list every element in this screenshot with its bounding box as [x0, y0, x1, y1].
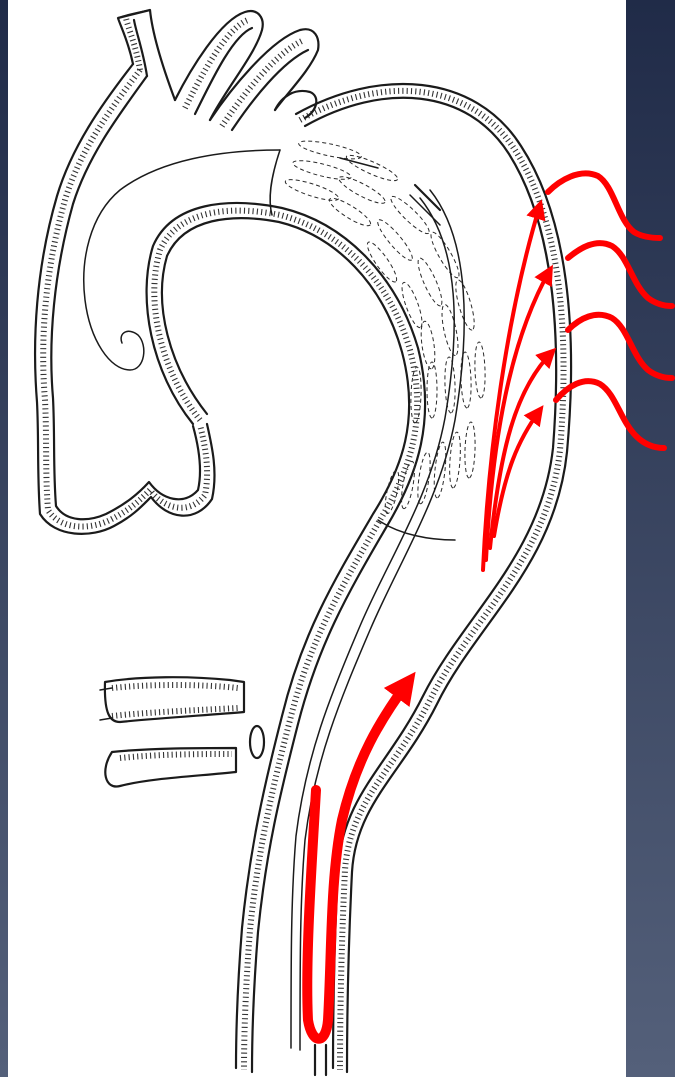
- endoleak-curve-3: [568, 315, 672, 378]
- endoleak-curve-4: [556, 381, 664, 448]
- stent-cells: [284, 137, 486, 514]
- supra-aortic-branches: [118, 10, 318, 130]
- flow-arrows: [307, 173, 672, 1038]
- visceral-branches: [100, 677, 326, 1075]
- ascending-aorta: [35, 64, 280, 534]
- fan-arrow-1: [483, 205, 540, 570]
- aortic-wall-inner: [147, 203, 426, 1072]
- main-flow-arrow: [307, 682, 408, 1039]
- endoleak-curve-2: [568, 243, 672, 306]
- endoleak-curve-1: [548, 173, 660, 238]
